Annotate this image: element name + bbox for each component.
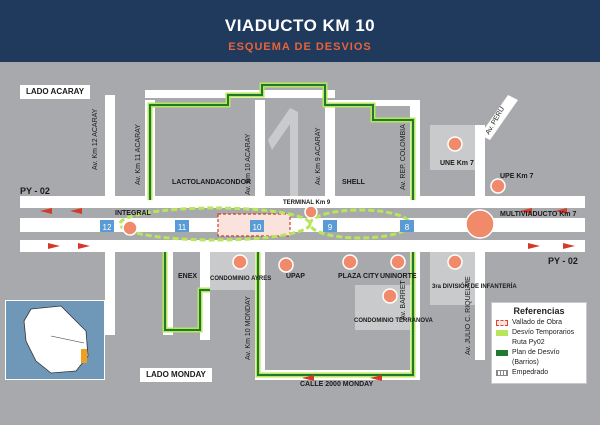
- street-km9: [325, 100, 335, 200]
- legend-item-temp: Desvío Temporarios: [496, 328, 582, 338]
- legend-item-empedrado: Empedrado: [496, 368, 582, 378]
- plan-swatch: [496, 350, 508, 356]
- traffic-arrows: [40, 208, 575, 381]
- street-s-enex: [163, 240, 173, 335]
- label-calle2000: CALLE 2000 MONDAY: [300, 381, 374, 388]
- label-py02-left: PY - 02: [20, 186, 50, 196]
- label-av-rep: Av. REP. COLOMBIA: [400, 124, 407, 190]
- highway-middle-lane: [20, 218, 585, 232]
- header-banner: VIADUCTO KM 10 ESQUEMA DE DESVIOS: [0, 0, 600, 62]
- badge-9: 9: [328, 223, 333, 232]
- street-km12: [105, 95, 115, 200]
- legend-item-barrios: (Barrios): [512, 359, 539, 366]
- label-av-km10m: Av. Km 10 MONDAY: [245, 296, 252, 360]
- street-peru: [475, 125, 485, 200]
- label-multiviaducto: MULTIVIADUCTO Km 7: [500, 211, 576, 218]
- km-badges: [100, 220, 414, 232]
- street-s-left: [105, 240, 115, 335]
- street-km10a: [255, 100, 265, 200]
- label-py02-right: PY - 02: [548, 256, 578, 266]
- label-terminal: TERMINAL Km 9: [283, 200, 331, 206]
- legend-title: Referencias: [513, 306, 565, 316]
- highway-north-lane: [20, 196, 585, 208]
- map-title: VIADUCTO KM 10: [224, 16, 376, 35]
- legend-item-vallado: Vallado de Obra: [496, 318, 582, 328]
- vallado-swatch: [496, 320, 508, 326]
- label-upap: UPAP: [286, 273, 305, 280]
- label-lado-monday: LADO MONDAY: [140, 368, 212, 382]
- label-plaza-city: PLAZA CITY: [338, 273, 379, 280]
- label-lactolanda: LACTOLANDA: [172, 179, 220, 186]
- label-lado-acaray: LADO ACARAY: [20, 85, 90, 99]
- temp-swatch: [496, 330, 508, 336]
- map-subtitle: ESQUEMA DE DESVIOS: [228, 41, 372, 53]
- label-une: UNE Km 7: [440, 160, 474, 167]
- label-av-barret: Av. BARRET: [400, 279, 407, 320]
- highway-south-lane: [20, 240, 585, 252]
- label-terranova: CONDOMINIO TERRANOVA: [354, 318, 434, 324]
- label-uninorte: UNINORTE: [380, 273, 417, 280]
- paraguay-inset-map: [5, 300, 105, 380]
- street-peru-diag: [480, 95, 518, 140]
- label-division: 3ra DIVISIÓN DE INFANTERÍA: [432, 282, 517, 290]
- badge-12: 12: [103, 223, 112, 232]
- ramp-shape: [268, 108, 298, 200]
- paraguay-shape: [23, 305, 89, 374]
- street-s-julio: [475, 240, 485, 360]
- badge-8: 8: [405, 223, 410, 232]
- block-ayres: [210, 250, 260, 290]
- label-av-julio: Av. JULIO C. RIQUELME: [465, 276, 472, 355]
- label-integral: INTEGRAL: [115, 210, 152, 217]
- block-terranova: [355, 285, 410, 330]
- empedrado-swatch: [496, 370, 508, 376]
- label-enex: ENEX: [178, 273, 197, 280]
- legend-item-plan: Plan de Desvío: [496, 348, 582, 358]
- badge-10: 10: [253, 223, 262, 232]
- plan-desvio-north-core: [149, 84, 414, 200]
- plan-desvio-south-core: [257, 252, 414, 376]
- label-shell: SHELL: [342, 179, 366, 186]
- label-av-km12: Av. Km 12 ACARAY: [92, 108, 99, 170]
- label-av-km9: Av. Km 9 ACARAY: [315, 127, 322, 185]
- label-ayres: CONDOMINIO AYRES: [210, 276, 271, 282]
- label-av-km11: Av. Km 11 ACARAY: [135, 124, 142, 185]
- label-av-km10a: Av. Km 10 ACARAY: [245, 133, 252, 195]
- poi-markers: [122, 136, 506, 304]
- legend-item-ruta: Ruta Py02: [512, 339, 545, 346]
- label-condor: CONDOR: [220, 179, 251, 186]
- badge-11: 11: [178, 223, 187, 232]
- label-upe: UPE Km 7: [500, 173, 534, 180]
- plan-desvio-south-left-core: [164, 252, 210, 331]
- legend: Referencias Vallado de Obra Desvío Tempo…: [491, 302, 587, 384]
